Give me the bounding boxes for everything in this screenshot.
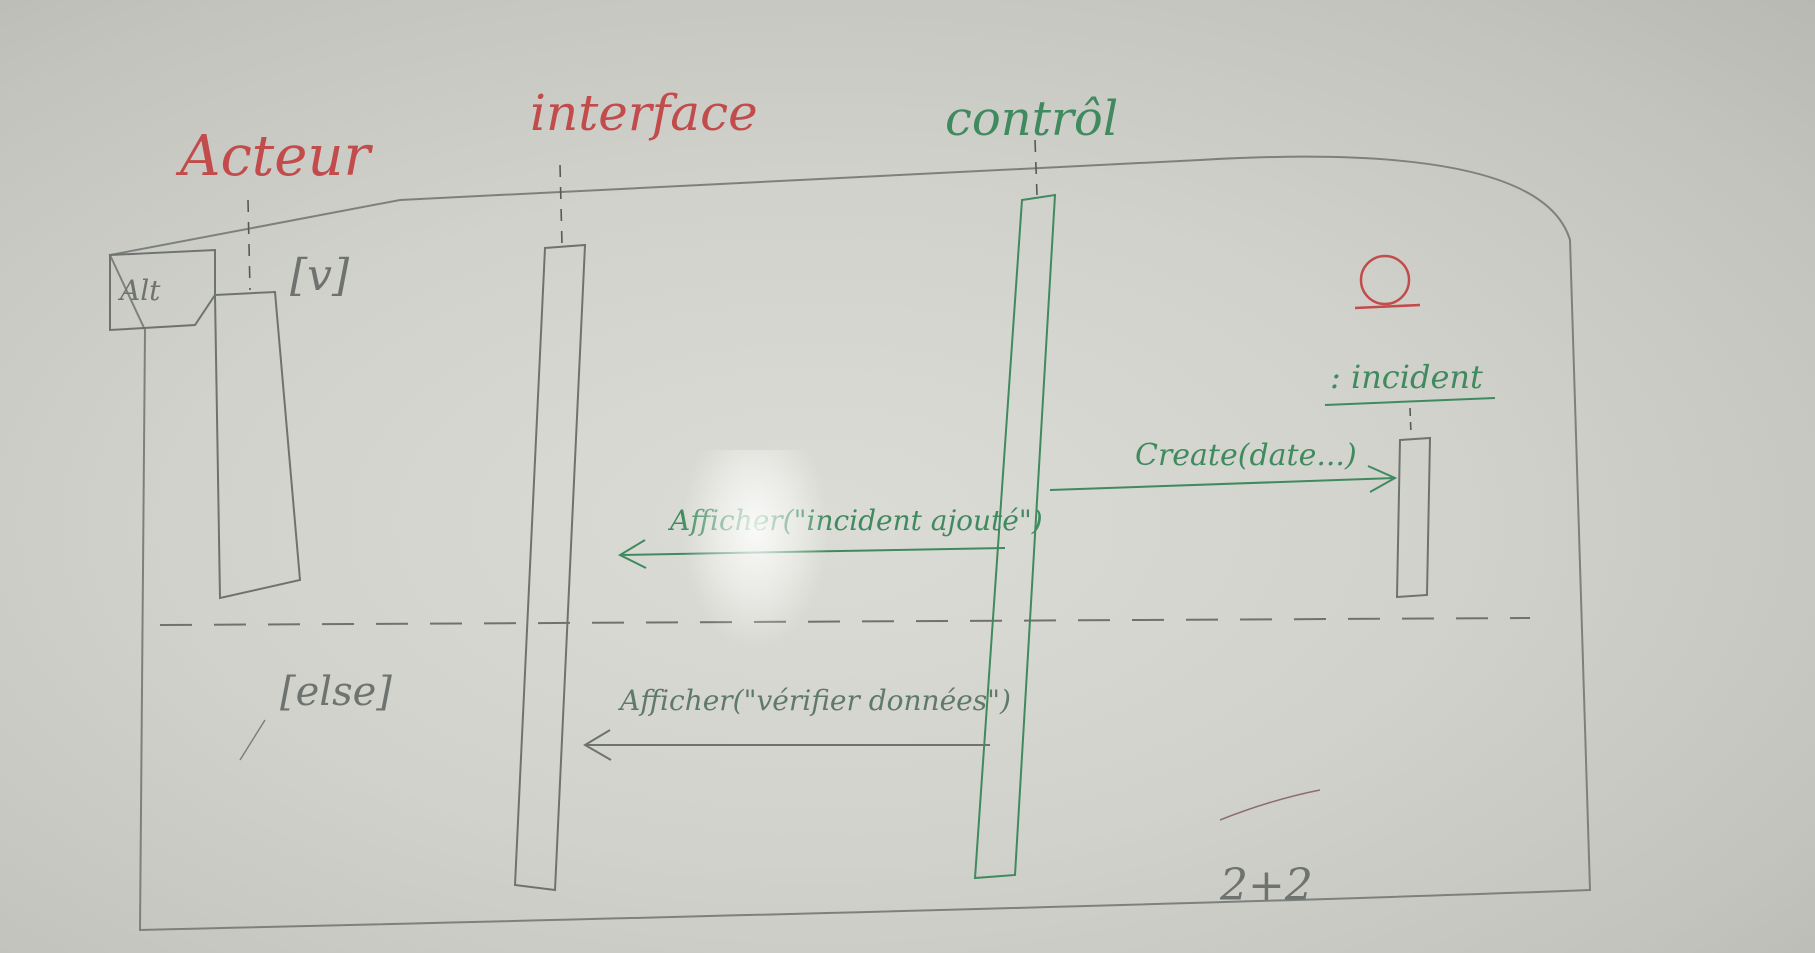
board-frame [108,155,1592,932]
alt-fragment-tag [109,248,216,332]
control-lifeline [1034,139,1038,196]
interface-lifeline [559,164,563,246]
control-label: contrôl [945,91,1118,147]
scratch-mark [1219,789,1321,821]
scribble-text: 2+2 [1219,860,1313,911]
guard-else-label: [else] [280,669,392,715]
create-message-label: Create(date...) [1135,438,1357,473]
actor-lifeline [247,199,251,291]
incident-lifeline [1409,407,1412,436]
interface-activation [513,243,587,892]
interface-label: interface [530,84,758,142]
create-arrow [1049,465,1398,493]
actor-label: Acteur [175,124,374,189]
actor-activation [213,290,302,600]
show-verify-message-label: Afficher("vérifier données") [617,684,1011,717]
operand-separator [159,617,1531,626]
incident-underline [1324,397,1496,406]
alt-operator-label: Alt [117,274,161,307]
scratch-mark [239,719,266,761]
incident-activation [1395,436,1432,599]
guard-true-label: [v] [290,250,350,301]
show-ok-message-label: Afficher("incident ajouté") [667,504,1043,537]
show-ok-arrow [617,539,1006,569]
entity-icon [1354,254,1421,310]
incident-label: : incident [1330,358,1483,396]
control-activation [973,193,1057,880]
show-verify-arrow [583,729,990,761]
